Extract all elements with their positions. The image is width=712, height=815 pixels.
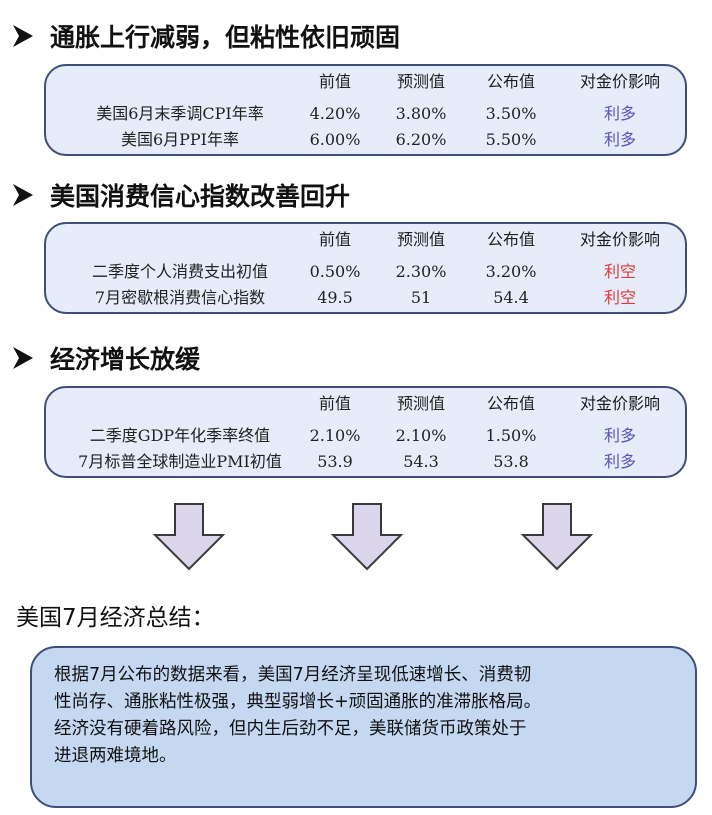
row-effect-bullish: 利多 <box>603 130 636 149</box>
data-table-consumer-confidence: 前值 预测值 公布值 对金价影响 二季度个人消费支出初值 0.50% 2.30%… <box>44 222 687 314</box>
row-prev-value: 53.9 <box>317 452 353 471</box>
row-actual-value: 5.50% <box>485 130 537 149</box>
row-actual-value: 54.4 <box>493 288 529 307</box>
row-indicator-name: 美国6月PPI年率 <box>120 130 240 149</box>
row-indicator-name: 7月密歇根消费信心指数 <box>94 288 266 307</box>
col-header-forecast: 预测值 <box>396 394 445 413</box>
row-forecast-value: 3.80% <box>395 104 447 123</box>
down-arrow-icon <box>153 503 225 571</box>
col-header-actual: 公布值 <box>486 72 535 91</box>
row-prev-value: 49.5 <box>317 288 353 307</box>
row-effect-bearish: 利空 <box>603 262 636 281</box>
row-effect-bullish: 利多 <box>603 452 636 471</box>
col-header-effect: 对金价影响 <box>579 72 660 91</box>
section-heading-growth: 经济增长放缓 <box>12 340 200 376</box>
down-arrows-row <box>0 503 712 573</box>
row-effect-bearish: 利空 <box>603 288 636 307</box>
row-indicator-name: 7月标普全球制造业PMI初值 <box>78 452 282 471</box>
section-title: 通胀上行减弱，但粘性依旧顽固 <box>50 23 401 52</box>
col-header-forecast: 预测值 <box>396 72 445 91</box>
summary-line: 进退两难境地。 <box>54 746 177 766</box>
section-title: 经济增长放缓 <box>50 345 201 374</box>
row-actual-value: 1.50% <box>485 426 537 445</box>
section-heading-inflation: 通胀上行减弱，但粘性依旧顽固 <box>12 18 400 54</box>
col-header-forecast: 预测值 <box>396 230 445 249</box>
row-indicator-name: 二季度GDP年化季率终值 <box>89 426 271 445</box>
row-forecast-value: 54.3 <box>403 452 439 471</box>
summary-title: 美国7月经济总结： <box>16 605 215 631</box>
data-table-inflation: 前值 预测值 公布值 对金价影响 美国6月末季调CPI年率 4.20% 3.80… <box>44 64 687 156</box>
summary-line: 根据7月公布的数据来看，美国7月经济呈现低速增长、消费韧 <box>54 665 532 685</box>
row-prev-value: 4.20% <box>309 104 361 123</box>
down-arrow-icon <box>331 503 403 571</box>
row-forecast-value: 2.10% <box>395 426 447 445</box>
row-forecast-value: 2.30% <box>395 262 447 281</box>
row-actual-value: 3.50% <box>485 104 537 123</box>
arrowhead-bullet-icon <box>13 347 33 369</box>
col-header-effect: 对金价影响 <box>579 394 660 413</box>
row-indicator-name: 美国6月末季调CPI年率 <box>96 104 264 123</box>
data-table-growth: 前值 预测值 公布值 对金价影响 二季度GDP年化季率终值 2.10% 2.10… <box>44 386 687 478</box>
col-header-actual: 公布值 <box>486 230 535 249</box>
col-header-actual: 公布值 <box>486 394 535 413</box>
row-forecast-value: 51 <box>410 288 432 307</box>
row-effect-bullish: 利多 <box>603 104 636 123</box>
summary-line: 经济没有硬着路风险，但内生后劲不足，美联储货币政策处于 <box>54 719 527 739</box>
arrowhead-bullet-icon <box>13 184 33 206</box>
row-prev-value: 6.00% <box>309 130 361 149</box>
col-header-prev: 前值 <box>318 72 351 91</box>
col-header-prev: 前值 <box>318 230 351 249</box>
section-title: 美国消费信心指数改善回升 <box>50 182 351 211</box>
arrowhead-bullet-icon <box>13 25 33 47</box>
row-actual-value: 53.8 <box>493 452 529 471</box>
down-arrow-icon <box>521 503 593 571</box>
row-indicator-name: 二季度个人消费支出初值 <box>91 262 268 281</box>
row-prev-value: 0.50% <box>309 262 361 281</box>
row-effect-bullish: 利多 <box>603 426 636 445</box>
row-actual-value: 3.20% <box>485 262 537 281</box>
col-header-effect: 对金价影响 <box>579 230 660 249</box>
section-heading-consumer-confidence: 美国消费信心指数改善回升 <box>12 177 350 213</box>
row-forecast-value: 6.20% <box>395 130 447 149</box>
row-prev-value: 2.10% <box>309 426 361 445</box>
summary-line: 性尚存、通胀粘性极强，典型弱增长+顽固通胀的准滞胀格局。 <box>54 692 542 712</box>
summary-box: 根据7月公布的数据来看，美国7月经济呈现低速增长、消费韧 性尚存、通胀粘性极强，… <box>30 646 697 808</box>
col-header-prev: 前值 <box>318 394 351 413</box>
